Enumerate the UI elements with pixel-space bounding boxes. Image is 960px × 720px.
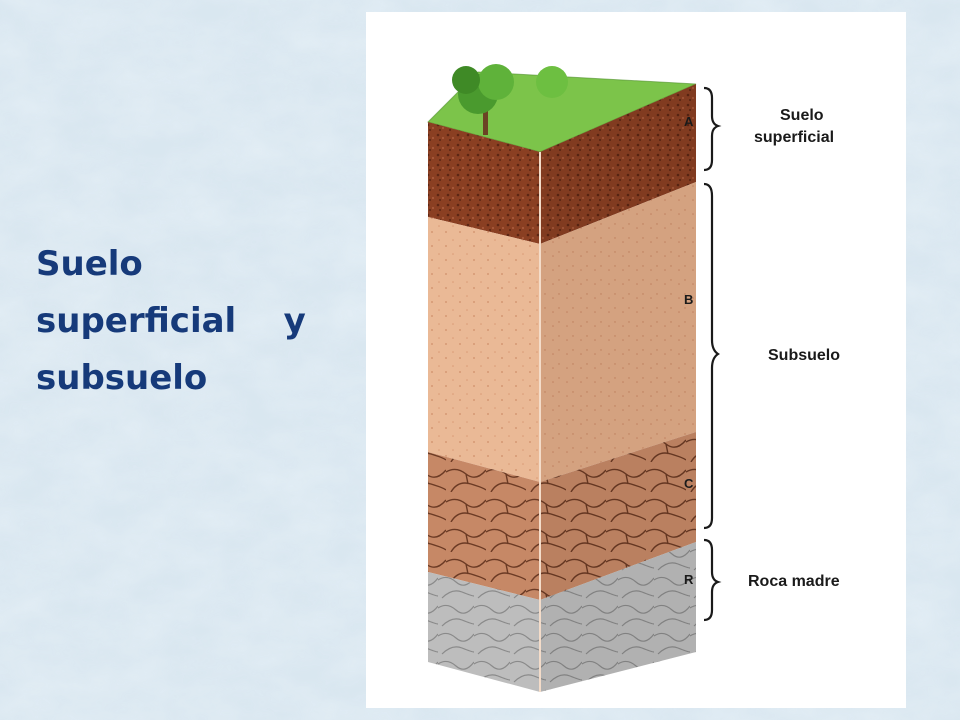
- horizon-letter-b: B: [684, 292, 693, 307]
- horizon-letter-r: R: [684, 572, 694, 587]
- horizon-a-left: [428, 122, 540, 244]
- tree-icon: [452, 64, 568, 135]
- title-line-2: superficial y: [36, 301, 306, 341]
- horizon-a-right: [540, 84, 696, 244]
- horizon-c-right: [540, 432, 696, 600]
- title-line-3: subsuelo: [36, 358, 208, 398]
- label-bedrock: Roca madre: [748, 573, 840, 590]
- horizon-letter-a: A: [684, 114, 694, 129]
- label-topsoil-line2: superficial: [754, 129, 834, 146]
- brace-r: [703, 538, 722, 622]
- horizon-b-left: [428, 217, 540, 482]
- horizon-r-left: [428, 572, 540, 692]
- slide-title: Suelo superficial y subsuelo: [36, 236, 356, 407]
- horizon-b-right: [540, 182, 696, 482]
- soil-profile-panel: A B C R Suelo superficial Subsuelo Roca …: [366, 12, 906, 708]
- brace-bc: [703, 182, 720, 530]
- horizon-letter-c: C: [684, 476, 694, 491]
- brace-a: [703, 86, 722, 172]
- label-topsoil-line1: Suelo: [780, 107, 824, 124]
- label-subsoil: Subsuelo: [768, 347, 840, 364]
- horizon-c-left: [428, 452, 540, 600]
- horizon-r-right: [540, 542, 696, 692]
- title-line-1: Suelo: [36, 244, 143, 284]
- soil-profile-diagram: A B C R Suelo superficial Subsuelo Roca …: [427, 64, 840, 692]
